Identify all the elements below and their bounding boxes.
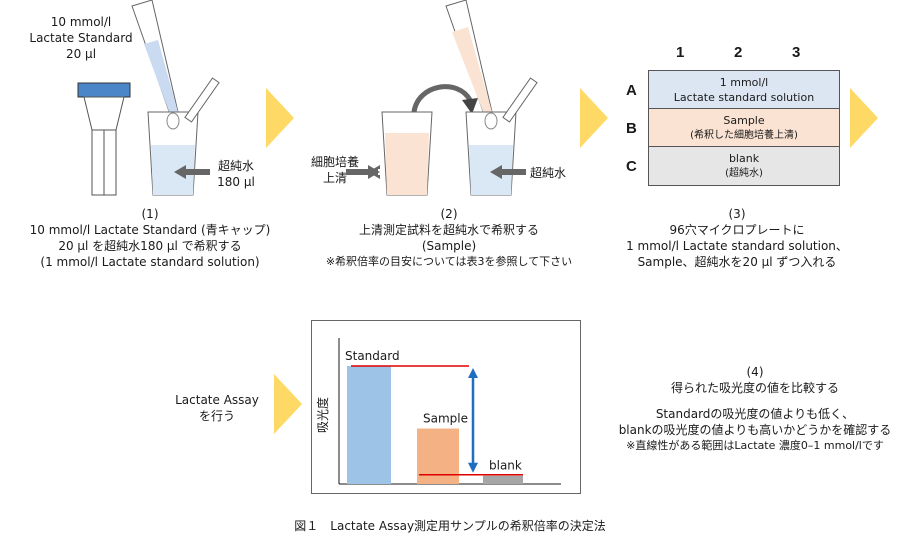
bar-standard bbox=[347, 366, 391, 484]
row-header-c: C bbox=[626, 158, 637, 175]
plate-row-b: Sample (希釈した細胞培養上清) bbox=[648, 108, 840, 147]
plate-row-a: 1 mmol/l Lactate standard solution bbox=[648, 70, 840, 109]
step2-caption: (2) 上清測定試料を超純水で希釈する (Sample) ※希釈倍率の目安につい… bbox=[325, 207, 573, 268]
bar-label-blank: blank bbox=[489, 459, 522, 473]
step2-illustration bbox=[346, 0, 538, 196]
pointer-arrow-3-icon bbox=[490, 165, 526, 179]
plate-row-c: blank (超純水) bbox=[648, 146, 840, 186]
transfer-arrow-icon bbox=[411, 84, 478, 114]
pointer-arrow-icon bbox=[174, 165, 210, 179]
step3-caption: (3) 96穴マイクロプレートに 1 mmol/l Lactate standa… bbox=[626, 207, 848, 269]
row-header-b: B bbox=[626, 120, 637, 137]
water-cup-icon bbox=[147, 77, 220, 196]
step1-caption: (1) 10 mmol/l Lactate Standard (青キャップ) 2… bbox=[29, 207, 271, 269]
bar-label-standard: Standard bbox=[345, 349, 400, 363]
y-axis-label: 吸光度 bbox=[315, 397, 330, 433]
step-arrow-2-icon bbox=[580, 88, 608, 148]
step-arrow-3-icon bbox=[850, 88, 878, 148]
supernatant-label: 細胞培養 上清 bbox=[310, 155, 359, 185]
pointer-arrow-2-icon bbox=[346, 165, 380, 179]
bar-sample bbox=[417, 428, 459, 484]
step-arrow-1-icon bbox=[266, 88, 294, 148]
supernatant-cup-icon bbox=[381, 111, 433, 196]
row-header-a: A bbox=[626, 82, 637, 99]
bar-blank bbox=[483, 475, 523, 484]
assay-label: Lactate Assay を行う bbox=[175, 393, 259, 423]
range-arrowhead-icon bbox=[468, 462, 478, 473]
step4-caption: (4) 得られた吸光度の値を比較する Standardの吸光度の値よりも低く、 … bbox=[618, 365, 892, 452]
pipette-tip-icon bbox=[131, 0, 179, 115]
bar-label-sample: Sample bbox=[423, 412, 468, 426]
figure-caption: 図１ Lactate Assay測定用サンプルの希釈倍率の決定法 bbox=[294, 519, 606, 533]
water-label-2: 超純水 bbox=[530, 166, 567, 180]
range-arrowhead-icon bbox=[468, 368, 478, 378]
column-header-1: 1 bbox=[676, 44, 685, 61]
standard-tube-icon bbox=[77, 82, 131, 196]
standard-label: 10 mmol/l Lactate Standard 20 µl bbox=[29, 15, 133, 61]
water-label-1: 超純水 180 µl bbox=[217, 159, 255, 189]
column-header-3: 3 bbox=[792, 44, 801, 61]
step-arrow-4-icon bbox=[274, 374, 302, 434]
step1-illustration bbox=[77, 0, 220, 196]
column-header-2: 2 bbox=[734, 44, 743, 61]
